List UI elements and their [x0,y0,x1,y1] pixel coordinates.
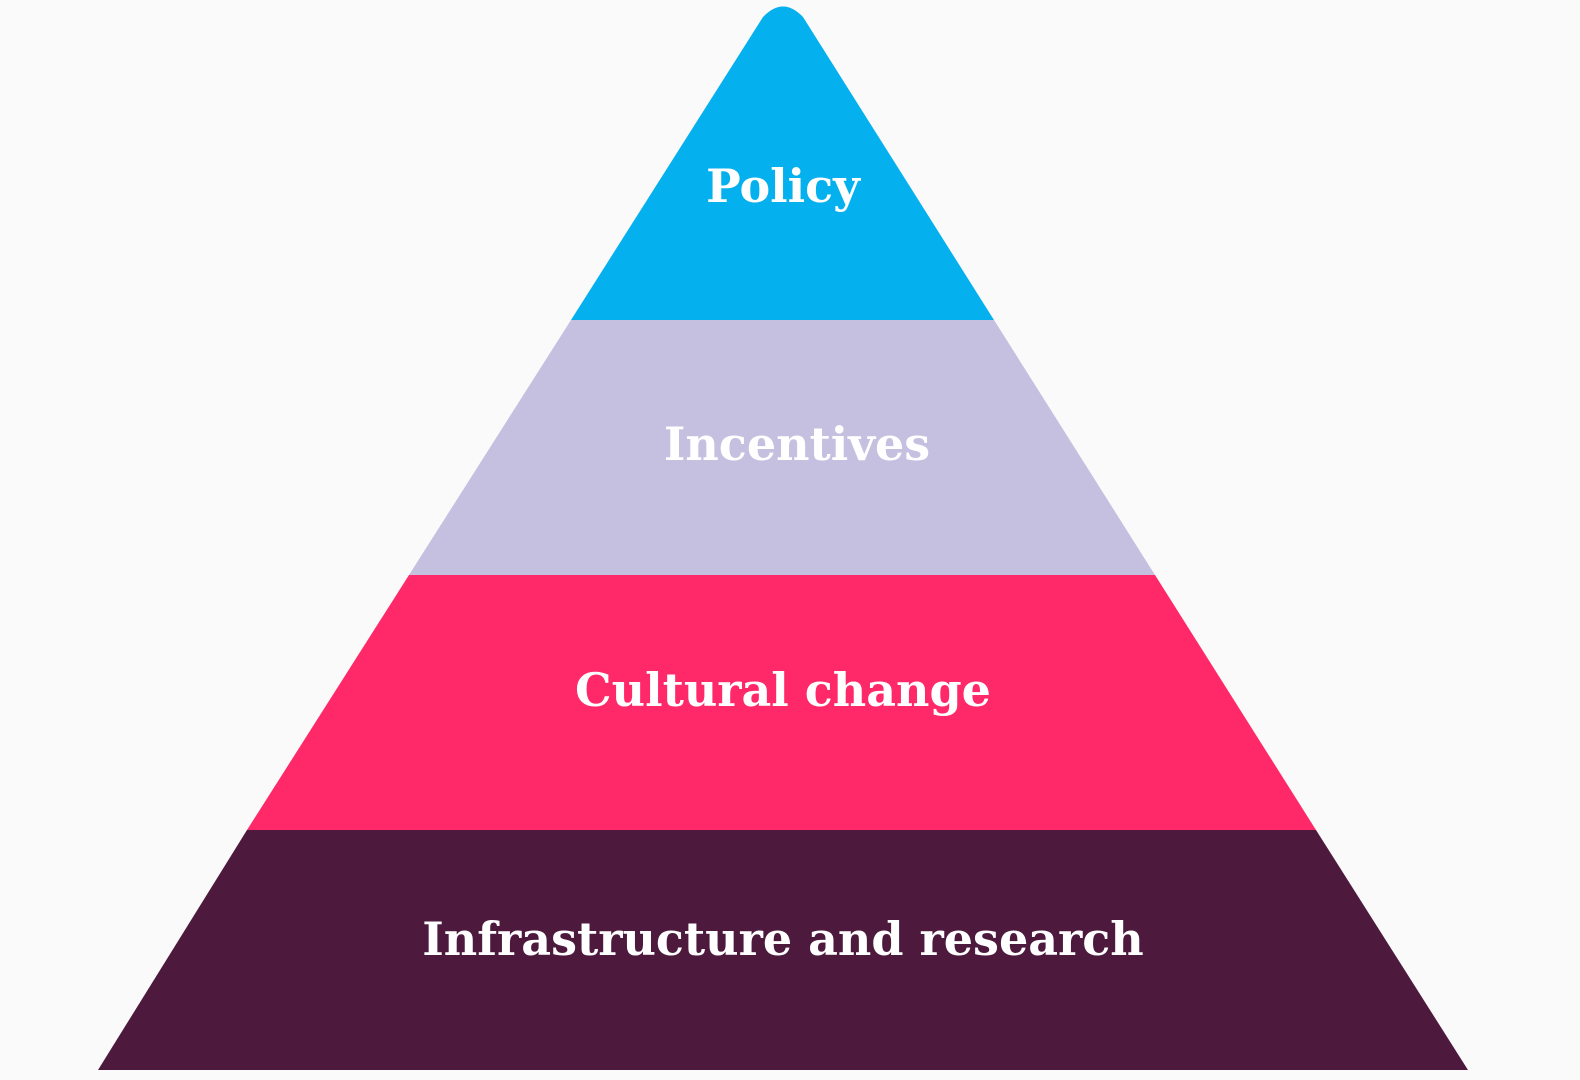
tier-shape-infrastructure-and-research [98,830,1468,1070]
tier-label-incentives: Incentives [664,417,930,471]
tier-label-cultural-change: Cultural change [575,663,991,717]
tier-shape-cultural-change [247,575,1316,830]
tier-label-infrastructure-and-research: Infrastructure and research [422,912,1143,966]
tier-label-policy: Policy [706,159,861,213]
tier-shape-policy [571,6,994,320]
tier-shape-incentives [409,320,1155,575]
